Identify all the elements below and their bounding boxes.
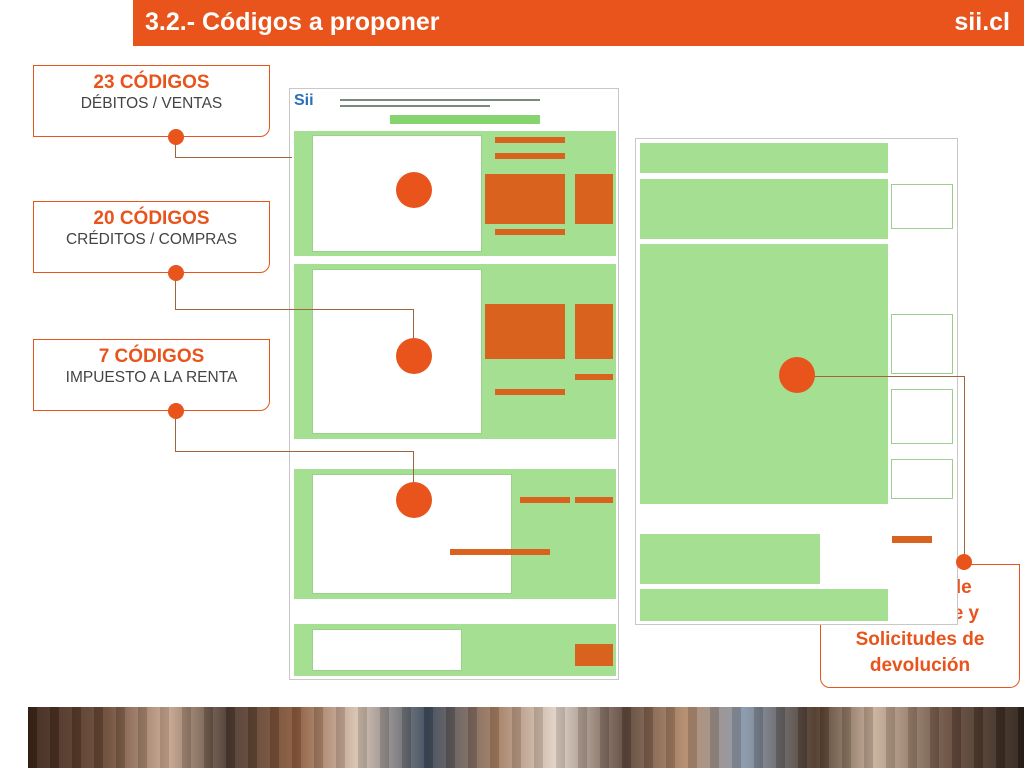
callout-count: 7 CÓDIGOS xyxy=(98,346,205,367)
callout-dot xyxy=(956,554,972,570)
connector-line xyxy=(175,157,292,158)
callout-count: 23 CÓDIGOS xyxy=(93,72,210,93)
header-bar: 3.2.- Códigos a proponer sii.cl xyxy=(133,0,1024,46)
callout-line: devolución xyxy=(869,655,971,676)
form-logo: Sii xyxy=(294,92,314,109)
callout-dot xyxy=(168,129,184,145)
crowd-photo xyxy=(28,707,1024,768)
callout-debitos: 23 CÓDIGOS DÉBITOS / VENTAS xyxy=(33,65,270,137)
callout-creditos: 20 CÓDIGOS CRÉDITOS / COMPRAS xyxy=(33,201,270,273)
connector-line xyxy=(175,309,413,310)
callout-dot xyxy=(168,403,184,419)
connector-line xyxy=(964,376,965,562)
connector-line xyxy=(797,376,964,377)
sii-logo: sii.cl xyxy=(954,8,1010,36)
callout-label: IMPUESTO A LA RENTA xyxy=(65,369,238,386)
connector-line xyxy=(175,411,176,452)
connector-line xyxy=(175,137,176,158)
connector-line xyxy=(413,451,414,499)
callout-renta: 7 CÓDIGOS IMPUESTO A LA RENTA xyxy=(33,339,270,411)
connector-line xyxy=(175,273,176,310)
callout-label: CRÉDITOS / COMPRAS xyxy=(65,231,238,248)
callout-line: Solicitudes de xyxy=(855,629,985,650)
callout-count: 20 CÓDIGOS xyxy=(93,208,210,229)
slide-title: 3.2.- Códigos a proponer xyxy=(145,8,440,36)
marker-dot xyxy=(396,482,432,518)
callout-dot xyxy=(168,265,184,281)
connector-line xyxy=(175,451,413,452)
marker-dot xyxy=(396,338,432,374)
marker-dot xyxy=(396,172,432,208)
marker-dot xyxy=(779,357,815,393)
form-page-left: Sii xyxy=(289,88,619,680)
connector-line xyxy=(413,309,414,355)
callout-label: DÉBITOS / VENTAS xyxy=(80,95,223,112)
